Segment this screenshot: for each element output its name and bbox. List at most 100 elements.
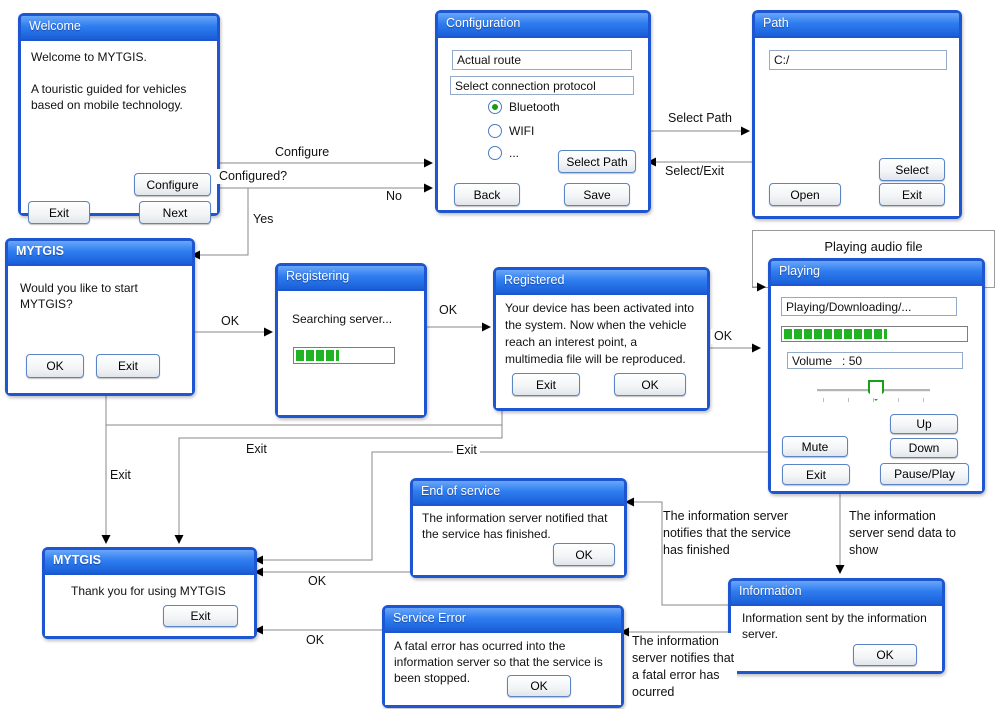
welcome-text-line2: A touristic guided for vehicles based on… (31, 82, 187, 112)
path-location-input[interactable]: C:/ (769, 50, 947, 70)
registered-exit-button[interactable]: Exit (512, 373, 580, 396)
other-protocol-radio[interactable] (488, 146, 502, 160)
radio-row-other[interactable]: ... (488, 146, 519, 160)
window-information-title: Information (739, 584, 802, 598)
window-welcome-titlebar[interactable]: Welcome (21, 16, 217, 41)
actual-route-input[interactable]: Actual route (452, 50, 632, 70)
edge-label-ok-registered: OK (711, 329, 736, 344)
window-path: Path C:/ Select Open Exit (752, 10, 962, 219)
window-registering: Registering Searching server... (275, 263, 427, 418)
edge-label-yes: Yes (250, 212, 277, 227)
window-information-titlebar[interactable]: Information (731, 581, 942, 606)
bluetooth-radio-label: Bluetooth (509, 100, 560, 114)
volume-down-button[interactable]: Down (890, 438, 958, 458)
volume-up-button[interactable]: Up (890, 414, 958, 434)
window-end-of-service-titlebar[interactable]: End of service (413, 481, 624, 506)
volume-slider-thumb[interactable] (868, 380, 884, 401)
playing-status-input[interactable]: Playing/Downloading/... (781, 297, 957, 316)
service-error-text: A fatal error has ocurred into the infor… (394, 639, 603, 685)
window-service-error: Service Error A fatal error has ocurred … (382, 605, 624, 708)
mytgis-end-text: Thank you for using MYTGIS (71, 584, 226, 598)
window-mytgis-start: MYTGIS Would you like to start MYTGIS? O… (5, 238, 195, 396)
edge-label-ok-start: OK (218, 314, 243, 329)
welcome-text-line1: Welcome to MYTGIS. (31, 50, 147, 64)
window-mytgis-end-titlebar[interactable]: MYTGIS (45, 550, 254, 575)
slider-tick (873, 398, 874, 402)
window-end-of-service: End of service The information server no… (410, 478, 627, 578)
registering-text: Searching server... (292, 312, 393, 326)
window-mytgis-end: MYTGIS Thank you for using MYTGIS Exit (42, 547, 257, 639)
edge-label-ok-registering: OK (436, 303, 461, 318)
mytgis-end-exit-button[interactable]: Exit (163, 605, 238, 627)
window-welcome: Welcome Welcome to MYTGIS. A touristic g… (18, 13, 220, 224)
window-playing-title: Playing (779, 264, 820, 278)
registered-ok-button[interactable]: OK (614, 373, 686, 396)
window-registering-titlebar[interactable]: Registering (278, 266, 424, 291)
mute-button[interactable]: Mute (782, 436, 848, 457)
playing-exit-button[interactable]: Exit (782, 464, 850, 485)
path-open-button[interactable]: Open (769, 183, 841, 206)
registering-progress-bar (293, 347, 395, 364)
information-ok-button[interactable]: OK (853, 644, 917, 666)
edge-label-exit-playing: Exit (453, 443, 480, 458)
path-exit-button[interactable]: Exit (879, 183, 945, 206)
window-end-of-service-title: End of service (421, 484, 501, 498)
edge-label-select-exit: Select/Exit (662, 164, 728, 179)
window-playing-titlebar[interactable]: Playing (771, 261, 982, 286)
window-registered: Registered Your device has been activate… (493, 267, 710, 411)
window-mytgis-end-title: MYTGIS (53, 553, 101, 567)
window-service-error-title: Service Error (393, 611, 466, 625)
window-mytgis-start-titlebar[interactable]: MYTGIS (8, 241, 192, 266)
edge-label-ok-endofservice: OK (305, 574, 330, 589)
path-select-button[interactable]: Select (879, 158, 945, 181)
window-configuration-titlebar[interactable]: Configuration (438, 13, 648, 38)
edge-label-select-path: Select Path (665, 111, 735, 126)
select-path-button[interactable]: Select Path (558, 150, 636, 173)
wifi-radio[interactable] (488, 124, 502, 138)
end-of-service-ok-button[interactable]: OK (553, 543, 615, 566)
window-service-error-titlebar[interactable]: Service Error (385, 608, 621, 633)
configure-button[interactable]: Configure (134, 173, 211, 196)
edge-label-exit-registered: Exit (243, 442, 270, 457)
window-path-titlebar[interactable]: Path (755, 13, 959, 38)
slider-tick (898, 398, 899, 402)
service-error-ok-button[interactable]: OK (507, 675, 571, 697)
radio-row-wifi[interactable]: WIFI (488, 124, 534, 138)
mytgis-start-ok-button[interactable]: OK (26, 354, 84, 378)
window-mytgis-start-title: MYTGIS (16, 244, 64, 258)
volume-input[interactable]: Volume : 50 (787, 352, 963, 369)
note-server-send: The information server send data to show (849, 508, 974, 559)
window-path-title: Path (763, 16, 789, 30)
welcome-exit-button[interactable]: Exit (28, 201, 90, 224)
window-playing: Playing Playing/Downloading/... Volume :… (768, 258, 985, 494)
other-protocol-radio-label: ... (509, 146, 520, 160)
protocol-input[interactable]: Select connection protocol (450, 76, 634, 95)
edge-label-configure: Configure (272, 145, 333, 160)
back-button[interactable]: Back (454, 183, 520, 206)
pause-play-button[interactable]: Pause/Play (880, 463, 969, 485)
window-registered-titlebar[interactable]: Registered (496, 270, 707, 295)
window-welcome-title: Welcome (29, 19, 81, 33)
window-registering-title: Registering (286, 269, 350, 283)
window-configuration-title: Configuration (446, 16, 521, 30)
edge-label-no: No (383, 189, 405, 204)
bluetooth-radio[interactable] (488, 100, 502, 114)
radio-row-bluetooth[interactable]: Bluetooth (488, 100, 560, 114)
wifi-radio-label: WIFI (509, 124, 535, 138)
banner-label: Playing audio file (824, 239, 923, 254)
edge-label-ok-serviceerror: OK (303, 633, 328, 648)
save-button[interactable]: Save (564, 183, 630, 206)
note-server-finished: The information server notifies that the… (663, 508, 791, 559)
edge-label-exit-mytgis: Exit (107, 468, 134, 483)
information-text: Information sent by the information serv… (742, 611, 927, 641)
slider-tick (848, 398, 849, 402)
mytgis-start-exit-button[interactable]: Exit (96, 354, 160, 378)
registered-text: Your device has been activated into the … (505, 301, 695, 366)
note-server-error: The information server notifies that a f… (632, 633, 737, 701)
next-button[interactable]: Next (139, 201, 211, 224)
slider-tick (823, 398, 824, 402)
window-configuration: Configuration Actual route Select connec… (435, 10, 651, 213)
mytgis-start-text: Would you like to start MYTGIS? (20, 281, 138, 311)
playing-progress-bar (781, 326, 968, 342)
